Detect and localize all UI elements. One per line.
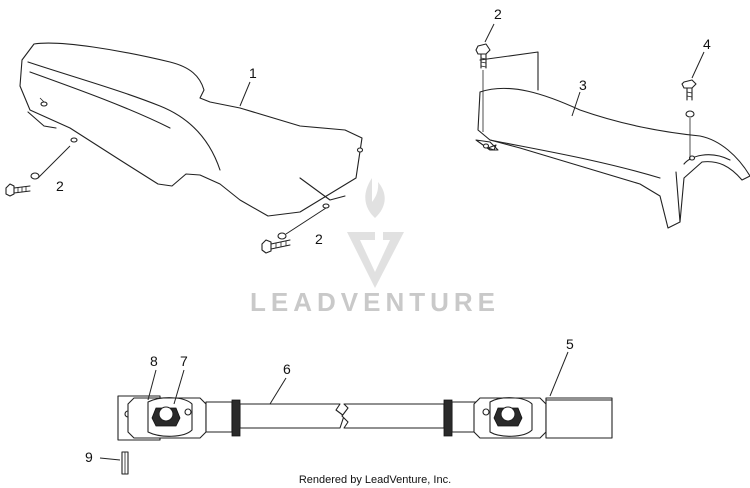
part-2-screw-left — [5, 145, 71, 197]
callout-6: 6 — [283, 361, 291, 377]
part-2-screw-lower — [261, 207, 327, 254]
part-9-roll-pin — [99, 451, 129, 475]
callout-8: 8 — [150, 353, 158, 369]
footer-credit: Rendered by LeadVenture, Inc. — [299, 474, 451, 486]
callout-5: 5 — [566, 336, 574, 352]
watermark-brand-text: LEADVENTURE — [250, 287, 500, 317]
part-1-cover-panel — [19, 42, 364, 217]
callout-4: 4 — [703, 36, 711, 52]
callout-2-top: 2 — [494, 6, 502, 22]
part-4-bolt-washer — [681, 51, 705, 160]
callout-9: 9 — [85, 449, 93, 465]
callout-1: 1 — [249, 65, 257, 81]
callout-2-left: 2 — [56, 178, 64, 194]
part-6-driveshaft-assembly — [117, 395, 613, 441]
callout-2-lower: 2 — [315, 231, 323, 247]
part-3-cover-bracket — [475, 51, 750, 229]
callout-7: 7 — [180, 353, 188, 369]
part-2-screw-top — [475, 23, 495, 132]
leadventure-logo-icon — [347, 178, 404, 288]
callout-3: 3 — [579, 77, 587, 93]
